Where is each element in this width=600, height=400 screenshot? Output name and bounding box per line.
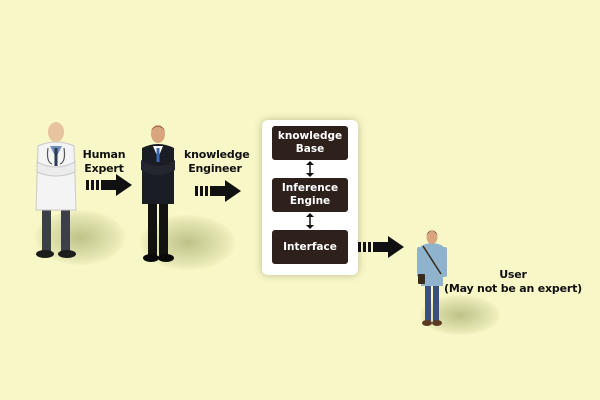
knowledge-base-label: knowledge Base: [277, 130, 343, 155]
user-note-label: (May not be an expert): [444, 282, 582, 295]
dashed-arrow-icon: [195, 180, 241, 202]
knowledge-base-box: knowledge Base: [272, 126, 348, 160]
user-figure-icon: [417, 230, 447, 326]
interface-box: Interface: [272, 230, 348, 264]
knowledge-engineer-label: knowledge Engineer: [184, 148, 250, 175]
inference-engine-box: Inference Engine: [272, 178, 348, 212]
human-expert-label: Human Expert: [82, 148, 126, 175]
user-label: User: [499, 268, 527, 281]
expert-system-panel: knowledge Base Inference Engine Interfac…: [262, 120, 358, 275]
interface-label: Interface: [283, 240, 337, 253]
inference-engine-label: Inference Engine: [281, 182, 339, 207]
doctor-figure-icon: [35, 122, 77, 258]
dashed-arrow-icon: [358, 236, 404, 258]
businessman-figure-icon: [141, 125, 175, 262]
double-arrow-icon: [306, 161, 314, 177]
dashed-arrow-icon: [86, 174, 132, 196]
double-arrow-icon: [306, 213, 314, 229]
